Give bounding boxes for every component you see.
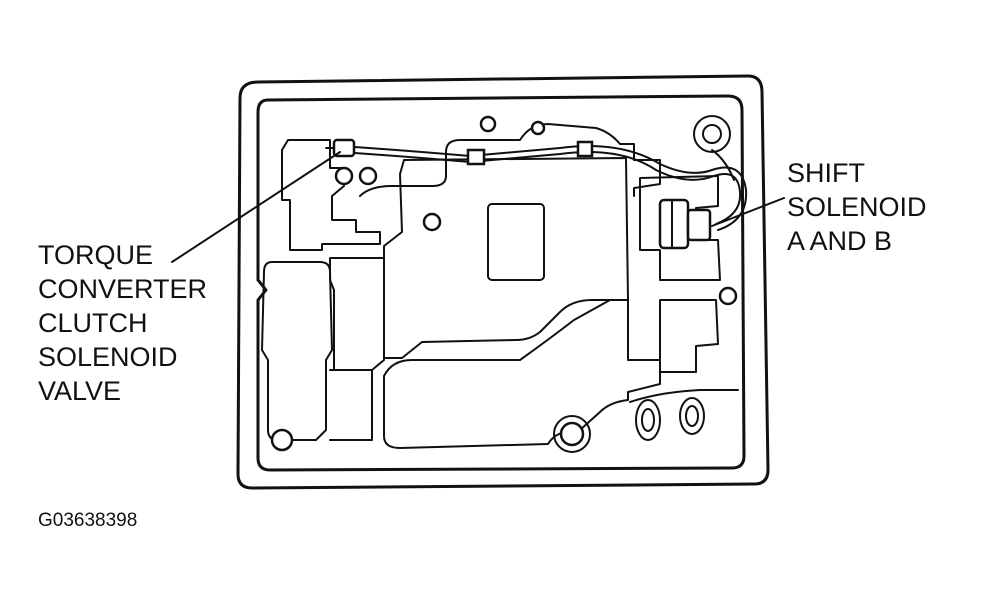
left-middle-block bbox=[329, 257, 385, 371]
label-line: A AND B bbox=[787, 226, 893, 256]
bolt-hole bbox=[718, 286, 738, 306]
oval-port bbox=[641, 408, 655, 432]
torque-converter-clutch-solenoid-label: TORQUE CONVERTER CLUTCH SOLENOID VALVE bbox=[38, 238, 207, 408]
right-block-lower bbox=[659, 299, 719, 373]
left-upper-block bbox=[281, 139, 381, 251]
harness-clip bbox=[576, 140, 594, 158]
harness-clip bbox=[466, 148, 486, 166]
shift-solenoid-body bbox=[658, 198, 690, 250]
leader-line-tcc bbox=[171, 151, 341, 263]
central-body bbox=[383, 157, 629, 359]
bolt-hole bbox=[358, 166, 378, 186]
bolt-hole bbox=[530, 120, 546, 136]
right-lower-curve bbox=[629, 389, 739, 403]
bolt-hole bbox=[334, 166, 354, 186]
center-square-pad bbox=[487, 203, 545, 281]
bolt-hole bbox=[559, 421, 585, 447]
oval-port bbox=[679, 397, 705, 435]
label-line: CONVERTER bbox=[38, 274, 208, 304]
wiring-harness bbox=[339, 145, 748, 231]
harness-branch bbox=[711, 149, 735, 181]
case-outer-outline bbox=[236, 74, 770, 490]
label-line: TORQUE bbox=[38, 240, 154, 270]
wiring-harness bbox=[339, 151, 742, 225]
case-inner-outline bbox=[256, 94, 746, 472]
label-line: CLUTCH bbox=[38, 308, 148, 338]
shift-solenoid-connector bbox=[686, 208, 712, 242]
shift-solenoid-label: SHIFT SOLENOID A AND B bbox=[787, 156, 927, 258]
lower-body bbox=[383, 299, 661, 449]
harness-grommet-inner bbox=[702, 124, 722, 144]
label-line: SHIFT bbox=[787, 158, 865, 188]
bolt-hole bbox=[479, 115, 497, 133]
harness-grommet bbox=[693, 115, 731, 153]
oval-port bbox=[685, 405, 699, 427]
leader-line-shift bbox=[711, 197, 785, 227]
figure-id: G03638398 bbox=[38, 510, 138, 531]
bolt-hole bbox=[270, 428, 294, 452]
oval-port bbox=[635, 399, 661, 441]
label-line: SOLENOID bbox=[38, 342, 178, 372]
bolt-hole bbox=[422, 212, 442, 232]
boss-ring bbox=[553, 415, 591, 453]
right-block-upper bbox=[639, 175, 721, 281]
label-line: VALVE bbox=[38, 376, 122, 406]
left-lower-strip bbox=[329, 369, 373, 441]
left-tall-block bbox=[261, 261, 333, 441]
upper-ridge bbox=[359, 123, 661, 197]
label-line: SOLENOID bbox=[787, 192, 927, 222]
